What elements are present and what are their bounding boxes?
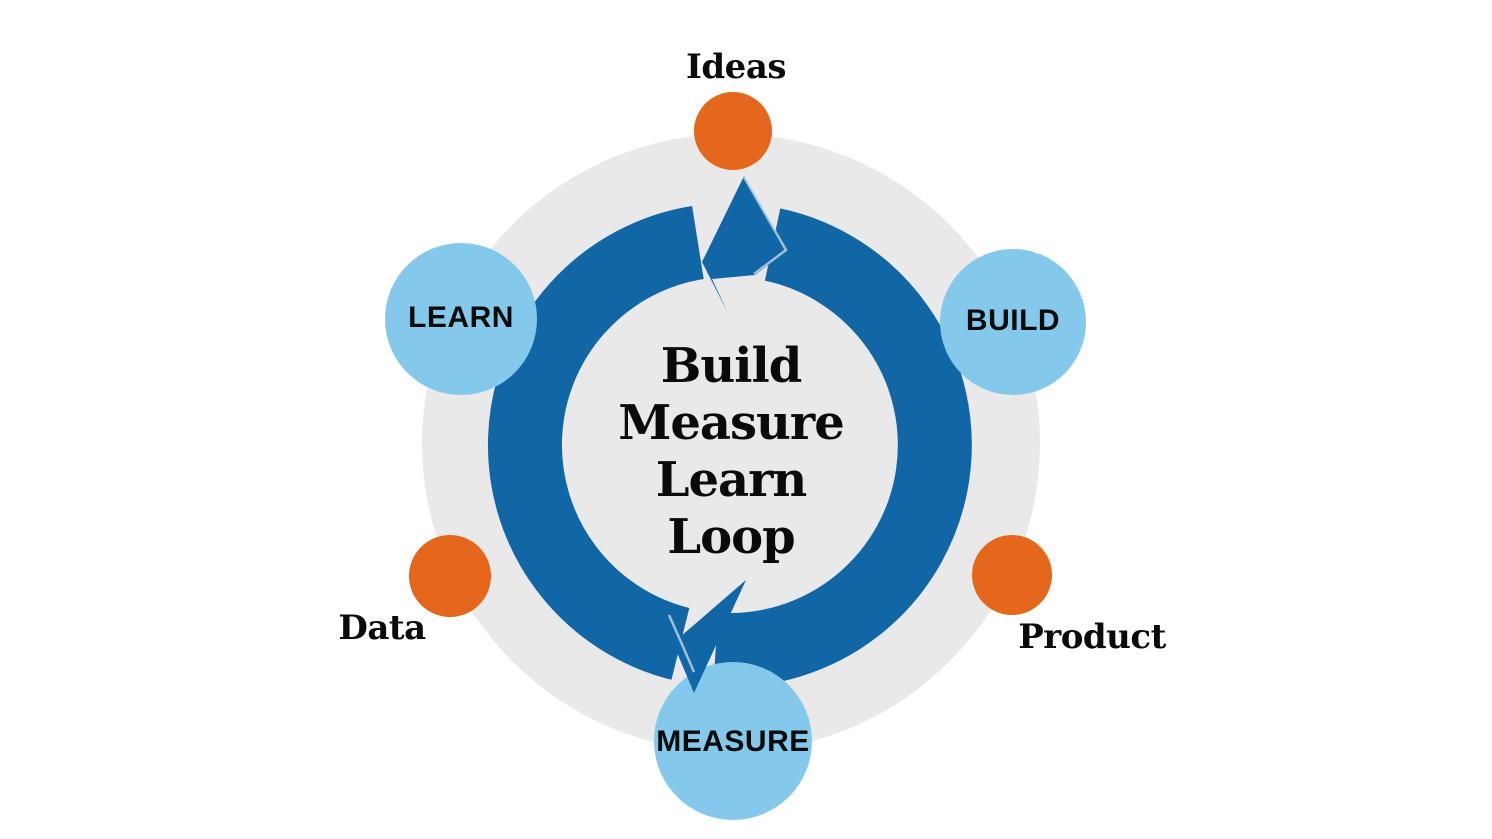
arrowhead-top-highlight bbox=[742, 176, 788, 275]
center-title-line-measure: Measure bbox=[618, 395, 845, 451]
loop-arc-left bbox=[487, 205, 705, 680]
center-title-line-learn: Learn bbox=[655, 452, 808, 508]
arrowhead-bottom-highlight bbox=[667, 614, 696, 673]
data-label: Data bbox=[338, 608, 426, 648]
ideas-circle bbox=[694, 92, 772, 170]
center-title: Build Measure Learn Loop bbox=[618, 338, 845, 566]
ideas-label: Ideas bbox=[686, 47, 786, 87]
learn-label: LEARN bbox=[408, 301, 514, 334]
build-label: BUILD bbox=[965, 304, 1061, 337]
loop-arc-right bbox=[713, 208, 972, 687]
measure-label: MEASURE bbox=[656, 725, 810, 758]
build-circle bbox=[940, 249, 1086, 395]
data-circle bbox=[409, 535, 491, 617]
product-label: Product bbox=[1018, 617, 1166, 657]
learn-circle bbox=[385, 243, 537, 395]
center-title-line-build: Build bbox=[660, 338, 802, 394]
arrowhead-top bbox=[702, 176, 787, 313]
measure-circle bbox=[654, 662, 812, 820]
center-title-line-loop: Loop bbox=[667, 509, 795, 565]
product-circle bbox=[972, 535, 1052, 615]
